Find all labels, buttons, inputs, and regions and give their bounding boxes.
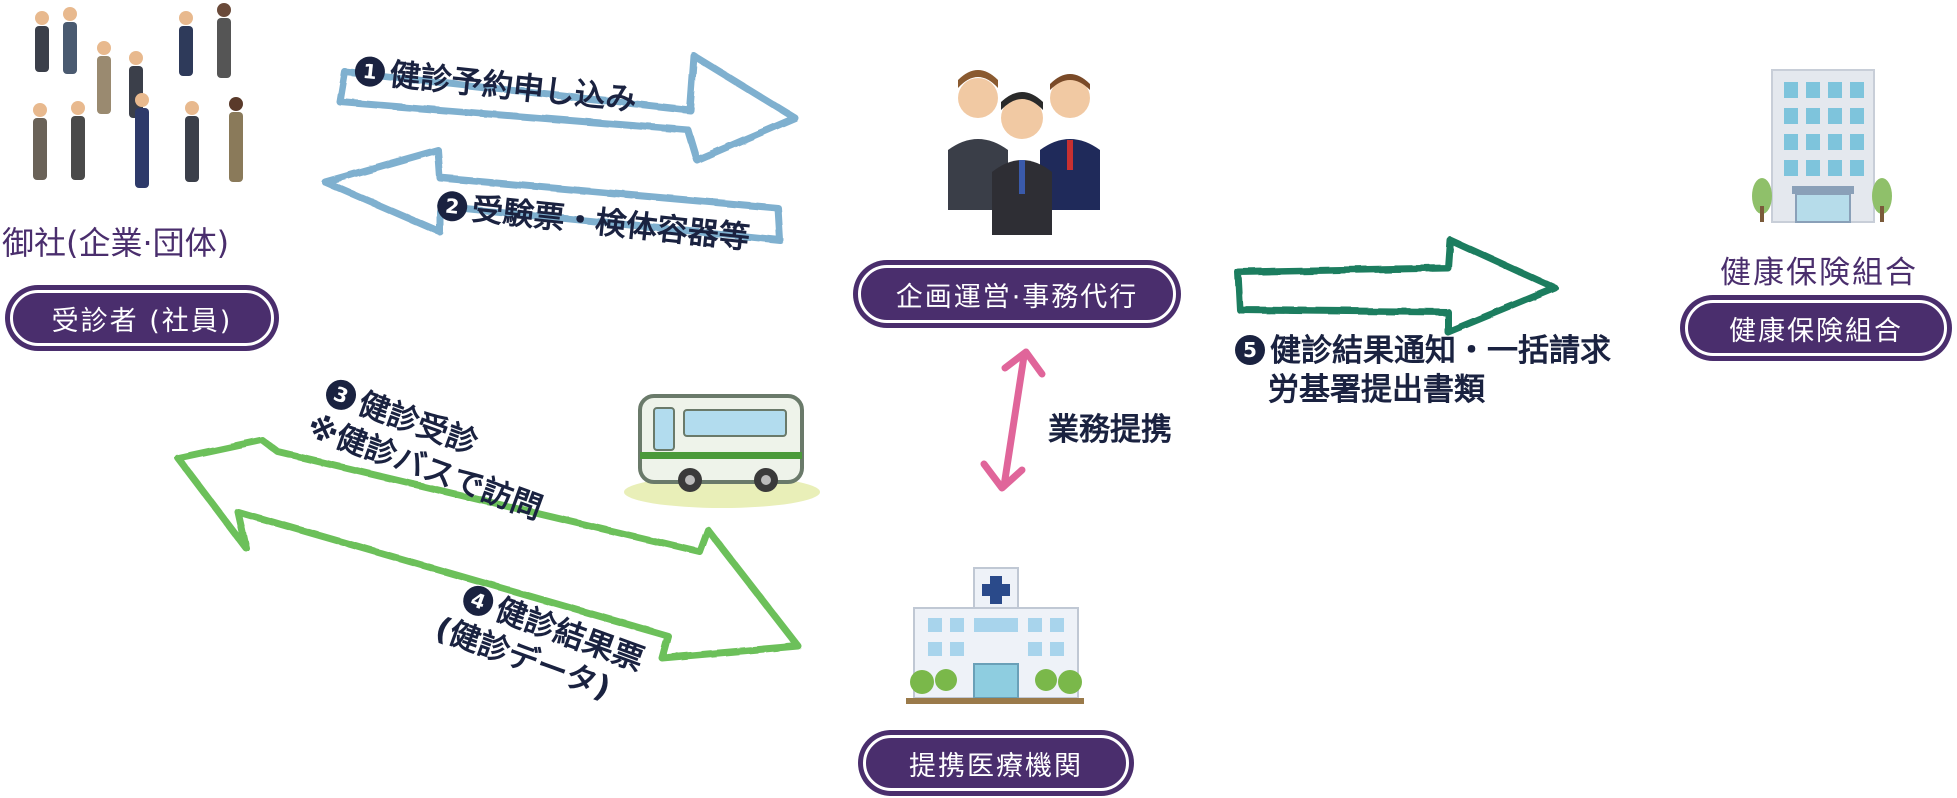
agency-badge: 企画運営·事務代行: [853, 260, 1181, 328]
arrow-step3-step4: [174, 436, 802, 662]
employee-badge-label: 受診者 (社員): [10, 290, 274, 346]
hospital-badge: 提携医療機関: [858, 730, 1134, 796]
employee-badge: 受診者 (社員): [5, 285, 279, 351]
bus-icon: [624, 394, 820, 508]
three-office-workers-icon: [948, 70, 1100, 235]
insurer-badge: 健康保険組合: [1680, 295, 1952, 361]
label-step5: 5 健診結果通知・一括請求 労基署提出書類: [1235, 333, 1611, 408]
insurer-badge-label: 健康保険組合: [1685, 300, 1947, 356]
step5-number: 5: [1243, 338, 1257, 362]
label-step3: 3 健診受診 ※健診バスで訪問: [302, 379, 547, 527]
step2-number: 2: [444, 194, 460, 219]
agency-badge-label: 企画運営·事務代行: [858, 265, 1176, 323]
arrow-partnership: [980, 348, 1046, 492]
office-building-icon: [1752, 69, 1892, 223]
insurer-heading: 健康保険組合: [1720, 255, 1918, 291]
crowd-of-business-people-icon: [33, 3, 243, 188]
company-heading: 御社(企業·団体): [2, 224, 230, 262]
step1-number: 1: [362, 59, 378, 84]
arrow-step5: [1234, 236, 1559, 336]
arrow-step1: [336, 52, 799, 164]
step5-line1: 健診結果通知・一括請求: [1270, 333, 1611, 369]
partnership-label: 業務提携: [1048, 412, 1172, 448]
step5-line2: 労基署提出書類: [1268, 372, 1486, 408]
hospital-icon: [906, 567, 1084, 704]
hospital-badge-label: 提携医療機関: [863, 735, 1129, 791]
